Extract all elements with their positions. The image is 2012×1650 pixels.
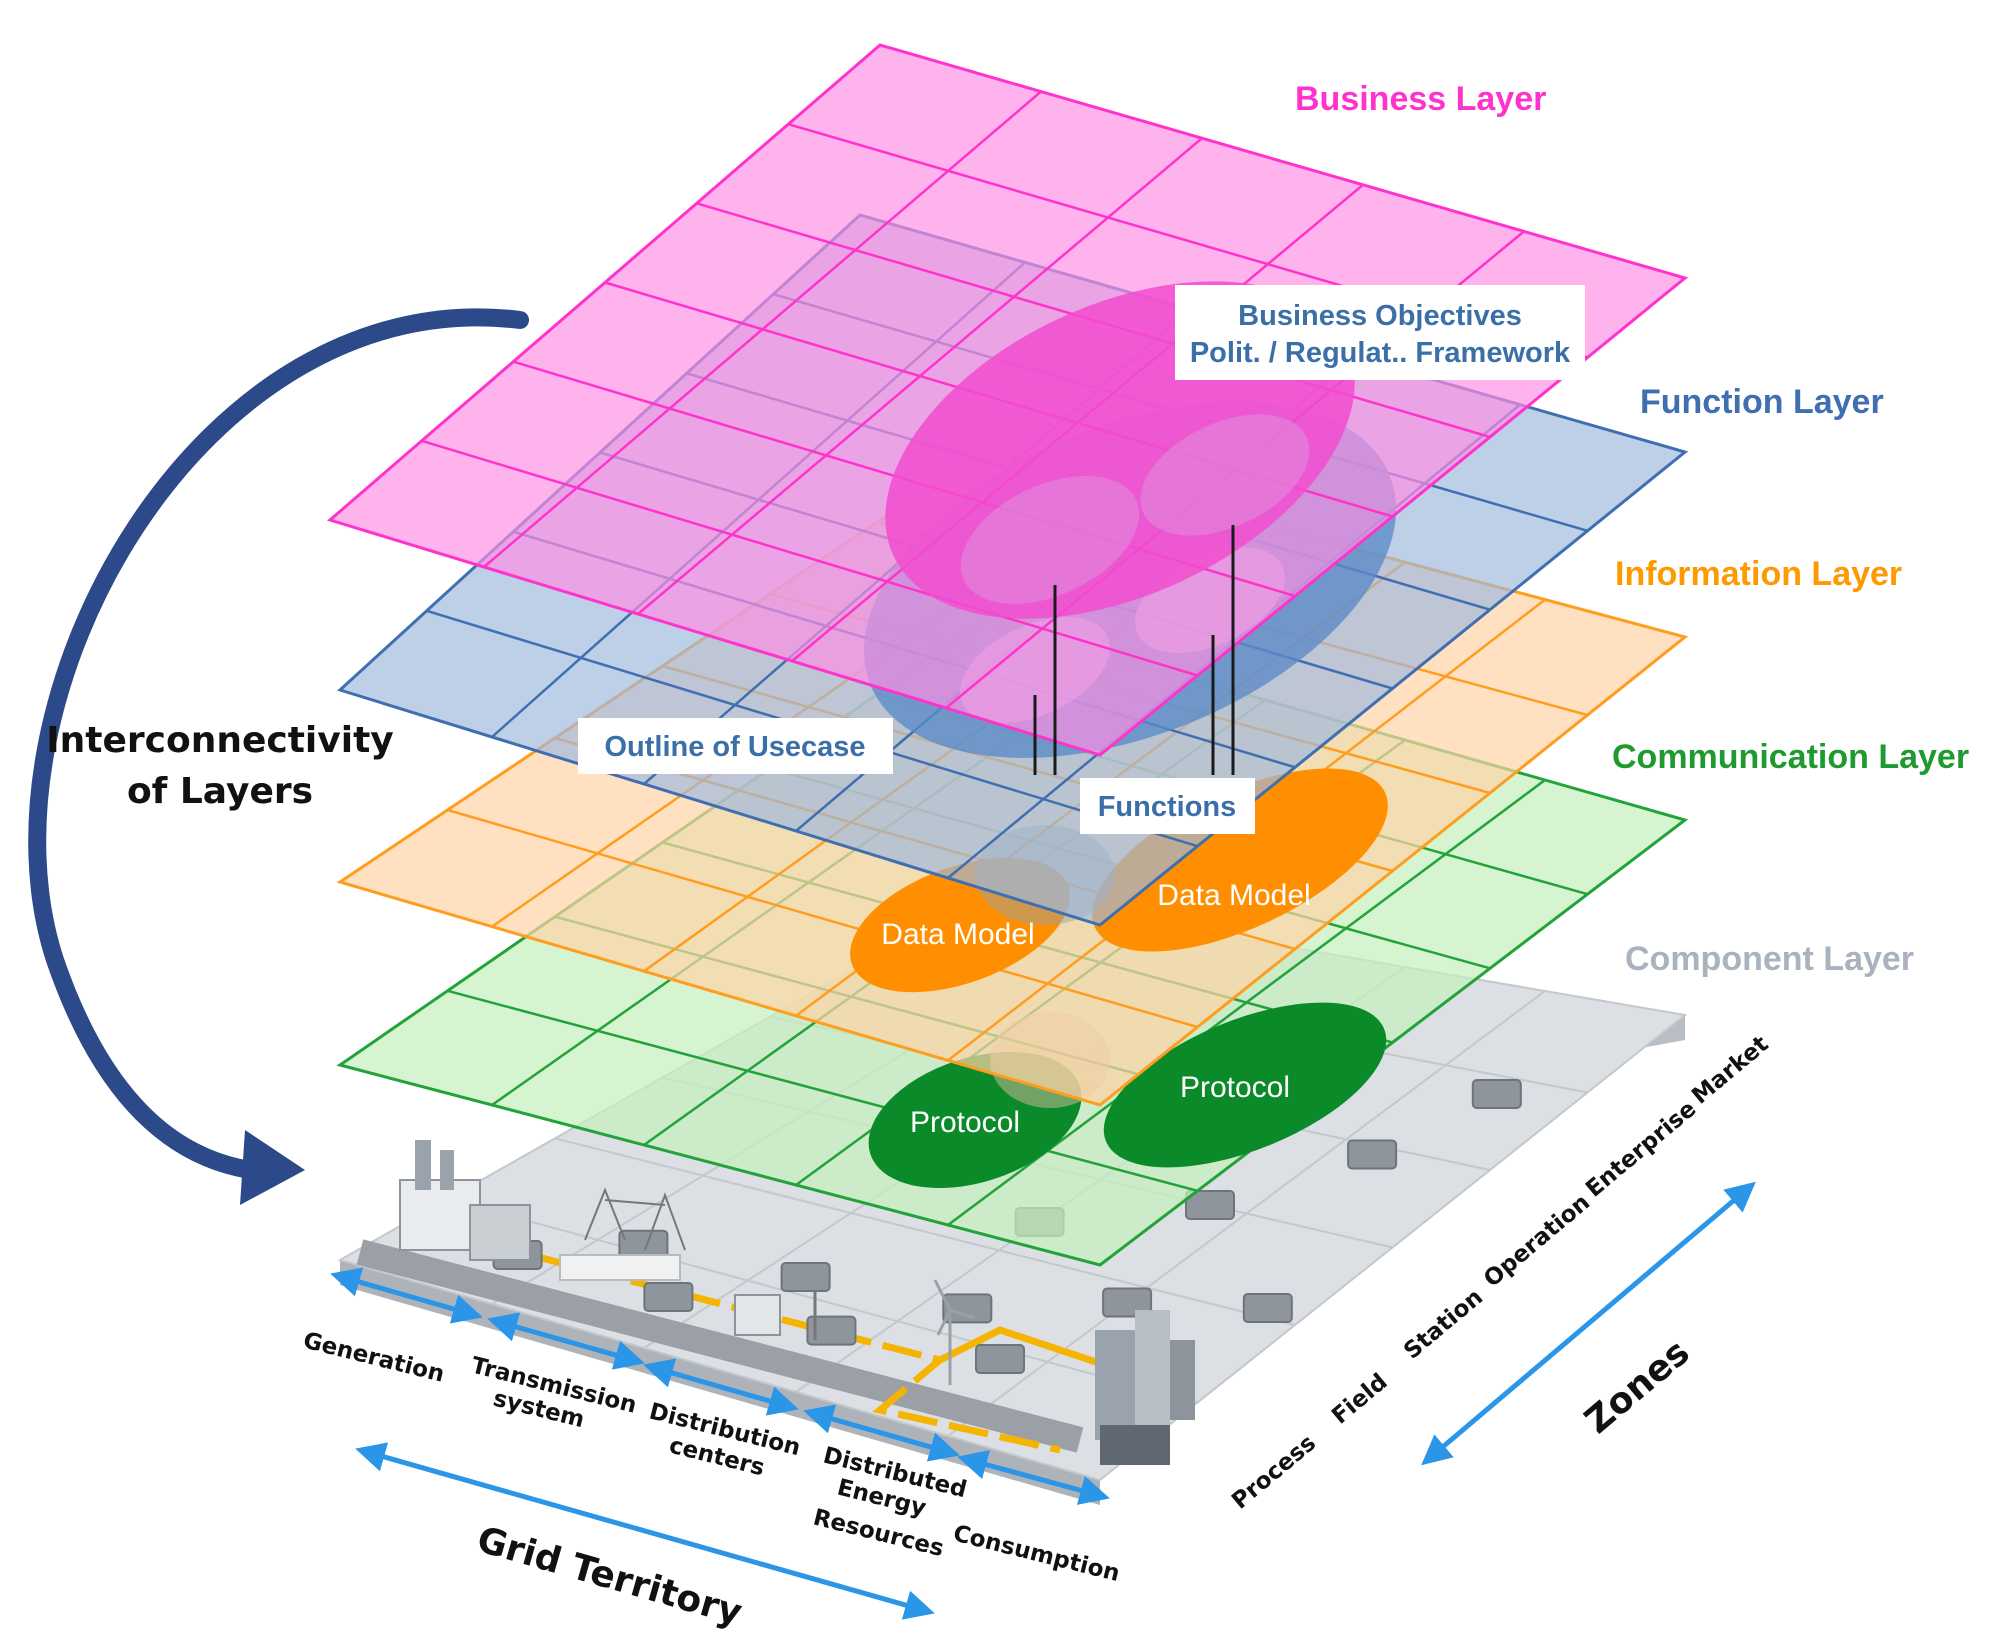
- protocol-right-ellipse: [1103, 1002, 1387, 1168]
- business-inner-right: [1140, 414, 1310, 536]
- power-line-branch: [938, 1326, 1122, 1374]
- business-objectives-line1: Business Objectives: [1238, 300, 1522, 332]
- grid-line-zone: [554, 1137, 1296, 1326]
- substation: [559, 1187, 686, 1281]
- information-layer-label: Information Layer: [1615, 555, 1902, 593]
- gateway-device: [1471, 1079, 1522, 1109]
- business-layer-label: Business Layer: [1295, 80, 1546, 118]
- zones-title: Zones: [1577, 1332, 1697, 1442]
- zone-market: Market: [1687, 1031, 1773, 1109]
- function-layer-label: Function Layer: [1640, 383, 1884, 421]
- gateway-device: [806, 1315, 857, 1346]
- business-objectives-line2: Polit. / Regulat.. Framework: [1190, 337, 1571, 369]
- business-inner-left: [960, 475, 1140, 605]
- protocol-left-label: Protocol: [910, 1106, 1020, 1139]
- zone-enterprise: Enterprise: [1581, 1096, 1701, 1203]
- connecting-rods: [1033, 525, 1235, 775]
- grid-line-zone: [447, 808, 1198, 1029]
- generation-arrow: [330, 1267, 483, 1324]
- protocol-right-label: Protocol: [1180, 1071, 1290, 1104]
- data-model-right-ellipse: [1092, 768, 1388, 952]
- component-layer-label: Component Layer: [1625, 940, 1914, 978]
- interconnectivity-line1: Interconnectivity: [46, 720, 394, 761]
- gateway-device: [1185, 1190, 1235, 1220]
- interconnectivity-arrow: [28, 308, 529, 1205]
- domain-generation: Generation: [301, 1328, 447, 1388]
- transformer: [734, 1290, 817, 1340]
- outline-usecase-callout: Outline of Usecase: [578, 718, 893, 774]
- gateway-device: [975, 1344, 1025, 1374]
- grid-line-zone: [447, 1198, 1198, 1404]
- transmission-arrow: [487, 1312, 645, 1370]
- functions-label: Functions: [1098, 791, 1237, 823]
- consumption-arrow: [957, 1450, 1110, 1505]
- data-model-right-label: Data Model: [1157, 879, 1310, 912]
- power-plant: [399, 1140, 531, 1261]
- domain-arrows: [330, 1181, 1756, 1620]
- gateway-device: [942, 1293, 993, 1324]
- business-layer: [326, 43, 1689, 757]
- gateway-device: [1102, 1287, 1153, 1318]
- interconnectivity-line2: of Layers: [127, 771, 313, 812]
- outline-usecase-label: Outline of Usecase: [604, 731, 865, 763]
- gateway-device: [780, 1262, 831, 1292]
- gateway-device: [1242, 1293, 1293, 1323]
- zone-station: Station: [1399, 1284, 1488, 1364]
- zone-operation: Operation: [1479, 1189, 1595, 1292]
- data-model-left-label: Data Model: [881, 918, 1034, 951]
- distribution-arrow: [643, 1358, 799, 1416]
- zone-field: Field: [1327, 1369, 1392, 1430]
- grid-line-zone: [421, 439, 1198, 677]
- functions-callout: Functions: [1080, 778, 1255, 834]
- domain-der-3: Resources: [811, 1505, 947, 1563]
- communication-layer-label: Communication Layer: [1612, 738, 1969, 776]
- business-objectives-callout: Business Objectives Polit. / Regulat.. F…: [1175, 285, 1585, 380]
- gateway-device: [643, 1282, 694, 1312]
- grid-line-zone: [447, 989, 1198, 1193]
- grid-territory-title: Grid Territory: [473, 1519, 747, 1634]
- zones-arrow: [1421, 1181, 1756, 1466]
- city-buildings: [1095, 1310, 1195, 1465]
- wind-turbine: [933, 1279, 976, 1385]
- zone-process: Process: [1227, 1430, 1321, 1515]
- gateway-device: [1347, 1139, 1398, 1170]
- grid-territory-arrow: [355, 1442, 935, 1620]
- domain-consumption: Consumption: [951, 1521, 1123, 1588]
